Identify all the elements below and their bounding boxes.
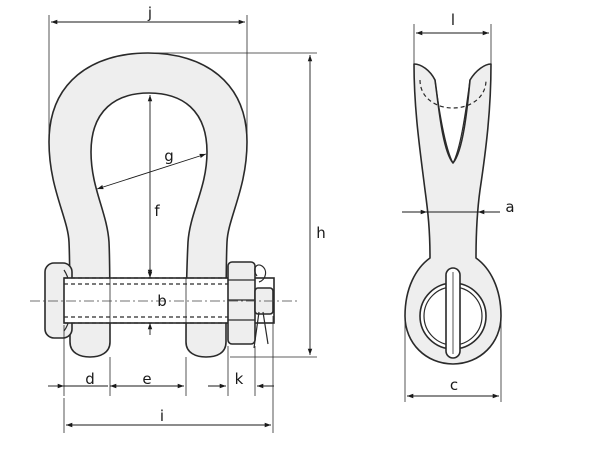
label-e: e (142, 370, 151, 388)
dimension-g: g (96, 147, 207, 190)
label-j: j (147, 4, 152, 22)
dimension-a: a (402, 198, 515, 216)
dimension-f: f (147, 95, 160, 276)
label-c: c (450, 376, 458, 394)
label-d: d (85, 370, 95, 388)
dimension-e: e (128, 357, 187, 396)
label-a: a (505, 198, 514, 216)
label-b: b (157, 292, 167, 310)
label-f: f (154, 202, 160, 220)
label-i: i (160, 407, 164, 425)
cotter-pin (253, 264, 269, 349)
side-view (404, 63, 502, 365)
dimension-h: h (155, 52, 326, 358)
dimension-l: l (413, 11, 492, 64)
front-view (30, 52, 298, 358)
label-l: l (451, 11, 455, 29)
dimension-b: b (147, 268, 167, 335)
dimension-d: d (48, 325, 128, 396)
dimension-c: c (404, 318, 502, 402)
label-k: k (235, 370, 244, 388)
dimension-i: i (63, 316, 274, 433)
nut (227, 261, 256, 345)
label-h: h (316, 224, 326, 242)
dimension-k: k (208, 346, 274, 396)
dimension-j: j (48, 4, 248, 140)
label-g: g (164, 147, 174, 165)
